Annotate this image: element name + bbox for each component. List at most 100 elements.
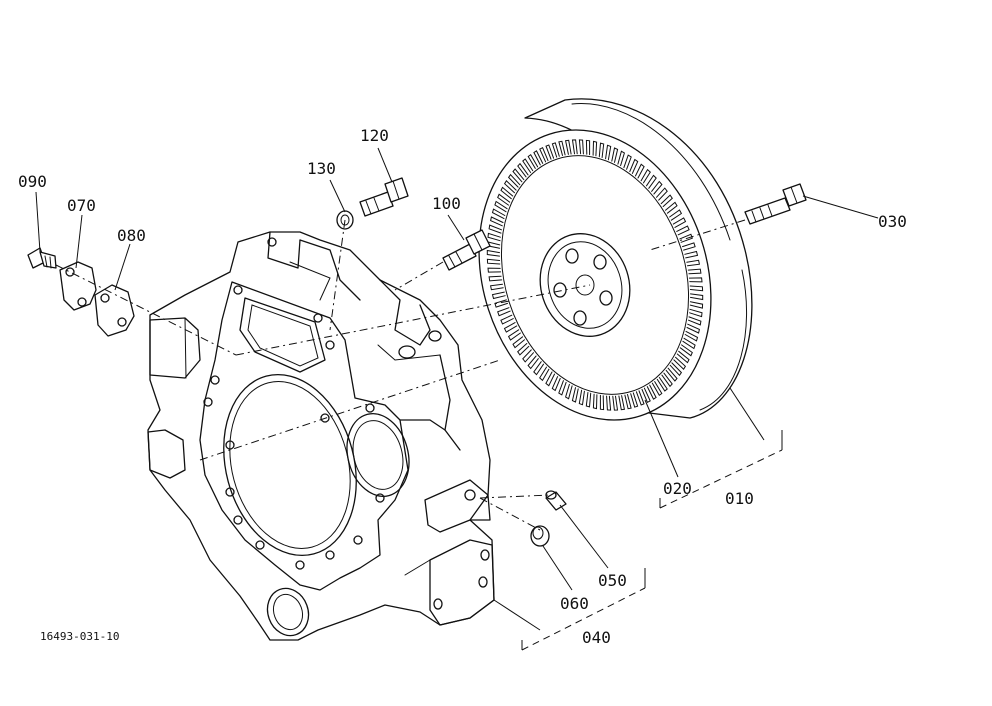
pin-050 — [545, 490, 567, 511]
figure-id: 16493-031-10 — [40, 630, 119, 643]
housing-main-bore — [223, 373, 357, 557]
gear-tooth — [689, 285, 704, 292]
gear-tooth — [661, 372, 673, 388]
gear-tooth — [682, 337, 696, 350]
gear-tooth — [551, 376, 561, 392]
gear-tooth — [641, 387, 651, 403]
hub-hole — [599, 290, 613, 306]
flywheel-assembly — [478, 98, 753, 421]
gear-tooth — [618, 395, 625, 411]
gear-tooth — [522, 158, 534, 173]
flywheel-hub-face — [539, 233, 631, 337]
gear-tooth — [539, 147, 549, 163]
hub-hole — [593, 254, 607, 270]
callout-050: 050 — [598, 571, 627, 590]
gear-tooth — [660, 194, 673, 207]
gear-tooth — [686, 259, 700, 267]
gear-tooth — [611, 147, 619, 163]
gear-tooth — [578, 139, 584, 155]
gear-tooth — [503, 180, 517, 194]
gear-tooth — [487, 232, 501, 242]
gear-tooth — [491, 208, 506, 220]
gear-tooth — [605, 144, 612, 161]
gear-tooth — [512, 336, 525, 349]
gear-tooth — [592, 140, 598, 157]
gear-tooth — [651, 381, 663, 397]
callout-120: 120 — [360, 126, 389, 145]
gear-tooth — [676, 225, 690, 236]
gear-tooth — [665, 367, 678, 382]
gear-tooth — [629, 158, 639, 174]
gear-tooth — [679, 233, 693, 243]
callout-040: 040 — [582, 628, 611, 647]
gear-tooth — [503, 322, 518, 333]
gear-tooth — [488, 224, 502, 234]
gear-tooth — [494, 200, 508, 213]
flange-bolt-holes — [203, 285, 385, 570]
gear-tooth — [565, 383, 573, 400]
gear-tooth — [490, 216, 504, 227]
hub-hole — [565, 248, 579, 264]
gear-tooth — [571, 139, 578, 155]
housing-bottom-boss — [266, 587, 310, 637]
gear-tooth — [585, 139, 591, 156]
callout-080: 080 — [117, 226, 146, 245]
bolt-120 — [359, 177, 409, 217]
gear-tooth — [598, 142, 605, 158]
gear-tooth — [539, 366, 550, 382]
gear-tooth — [500, 186, 514, 200]
gear-tooth — [612, 395, 619, 411]
gear-tooth — [497, 307, 511, 317]
gear-tooth — [578, 389, 585, 406]
gear-tooth — [533, 150, 544, 166]
gear-tooth — [669, 362, 683, 377]
gear-tooth — [494, 299, 508, 308]
callout-030: 030 — [878, 212, 907, 231]
screw-090 — [27, 247, 57, 269]
gear-tooth — [486, 249, 500, 257]
gear-tooth — [599, 394, 605, 411]
gear-tooth — [682, 242, 696, 251]
callout-060: 060 — [560, 594, 589, 613]
gear-tooth — [558, 140, 566, 156]
gear-tooth — [673, 356, 687, 370]
callout-130: 130 — [307, 159, 336, 178]
gear-tooth — [551, 142, 560, 158]
gear-tooth — [533, 361, 544, 376]
assembly-centerlines — [55, 219, 746, 531]
housing-flange — [199, 281, 409, 591]
gear-tooth — [545, 371, 555, 387]
gear-tooth — [565, 139, 572, 155]
gear-tooth — [507, 329, 521, 341]
gear-tooth — [679, 344, 693, 357]
gear-tooth — [665, 201, 678, 214]
housing-starter-bore — [346, 413, 410, 497]
gear-tooth — [688, 277, 703, 283]
callout-010: 010 — [725, 489, 754, 508]
gear-tooth — [517, 343, 530, 356]
group-bracket-040 — [521, 568, 646, 651]
gear-tooth — [522, 349, 534, 363]
callout-leaders — [35, 147, 879, 631]
gear-tooth — [487, 267, 502, 273]
gear-tooth — [512, 168, 525, 183]
gear-tooth — [491, 291, 506, 300]
gear-tooth — [651, 180, 663, 195]
gear-tooth — [689, 301, 704, 309]
gear-tooth — [689, 308, 703, 318]
gear-tooth — [672, 217, 687, 228]
callout-070: 070 — [67, 196, 96, 215]
gear-tooth — [585, 392, 592, 408]
gasket-080 — [94, 284, 135, 337]
hub-hole — [573, 310, 587, 326]
gear-tooth — [646, 384, 657, 400]
gear-tooth — [527, 355, 539, 370]
gear-tooth — [592, 393, 598, 410]
gear-tooth — [486, 258, 501, 265]
gear-tooth — [640, 168, 651, 184]
gear-tooth — [687, 268, 702, 275]
gear-tooth — [635, 390, 645, 406]
gear-tooth — [497, 193, 511, 206]
group-bracket-010 — [659, 430, 783, 509]
